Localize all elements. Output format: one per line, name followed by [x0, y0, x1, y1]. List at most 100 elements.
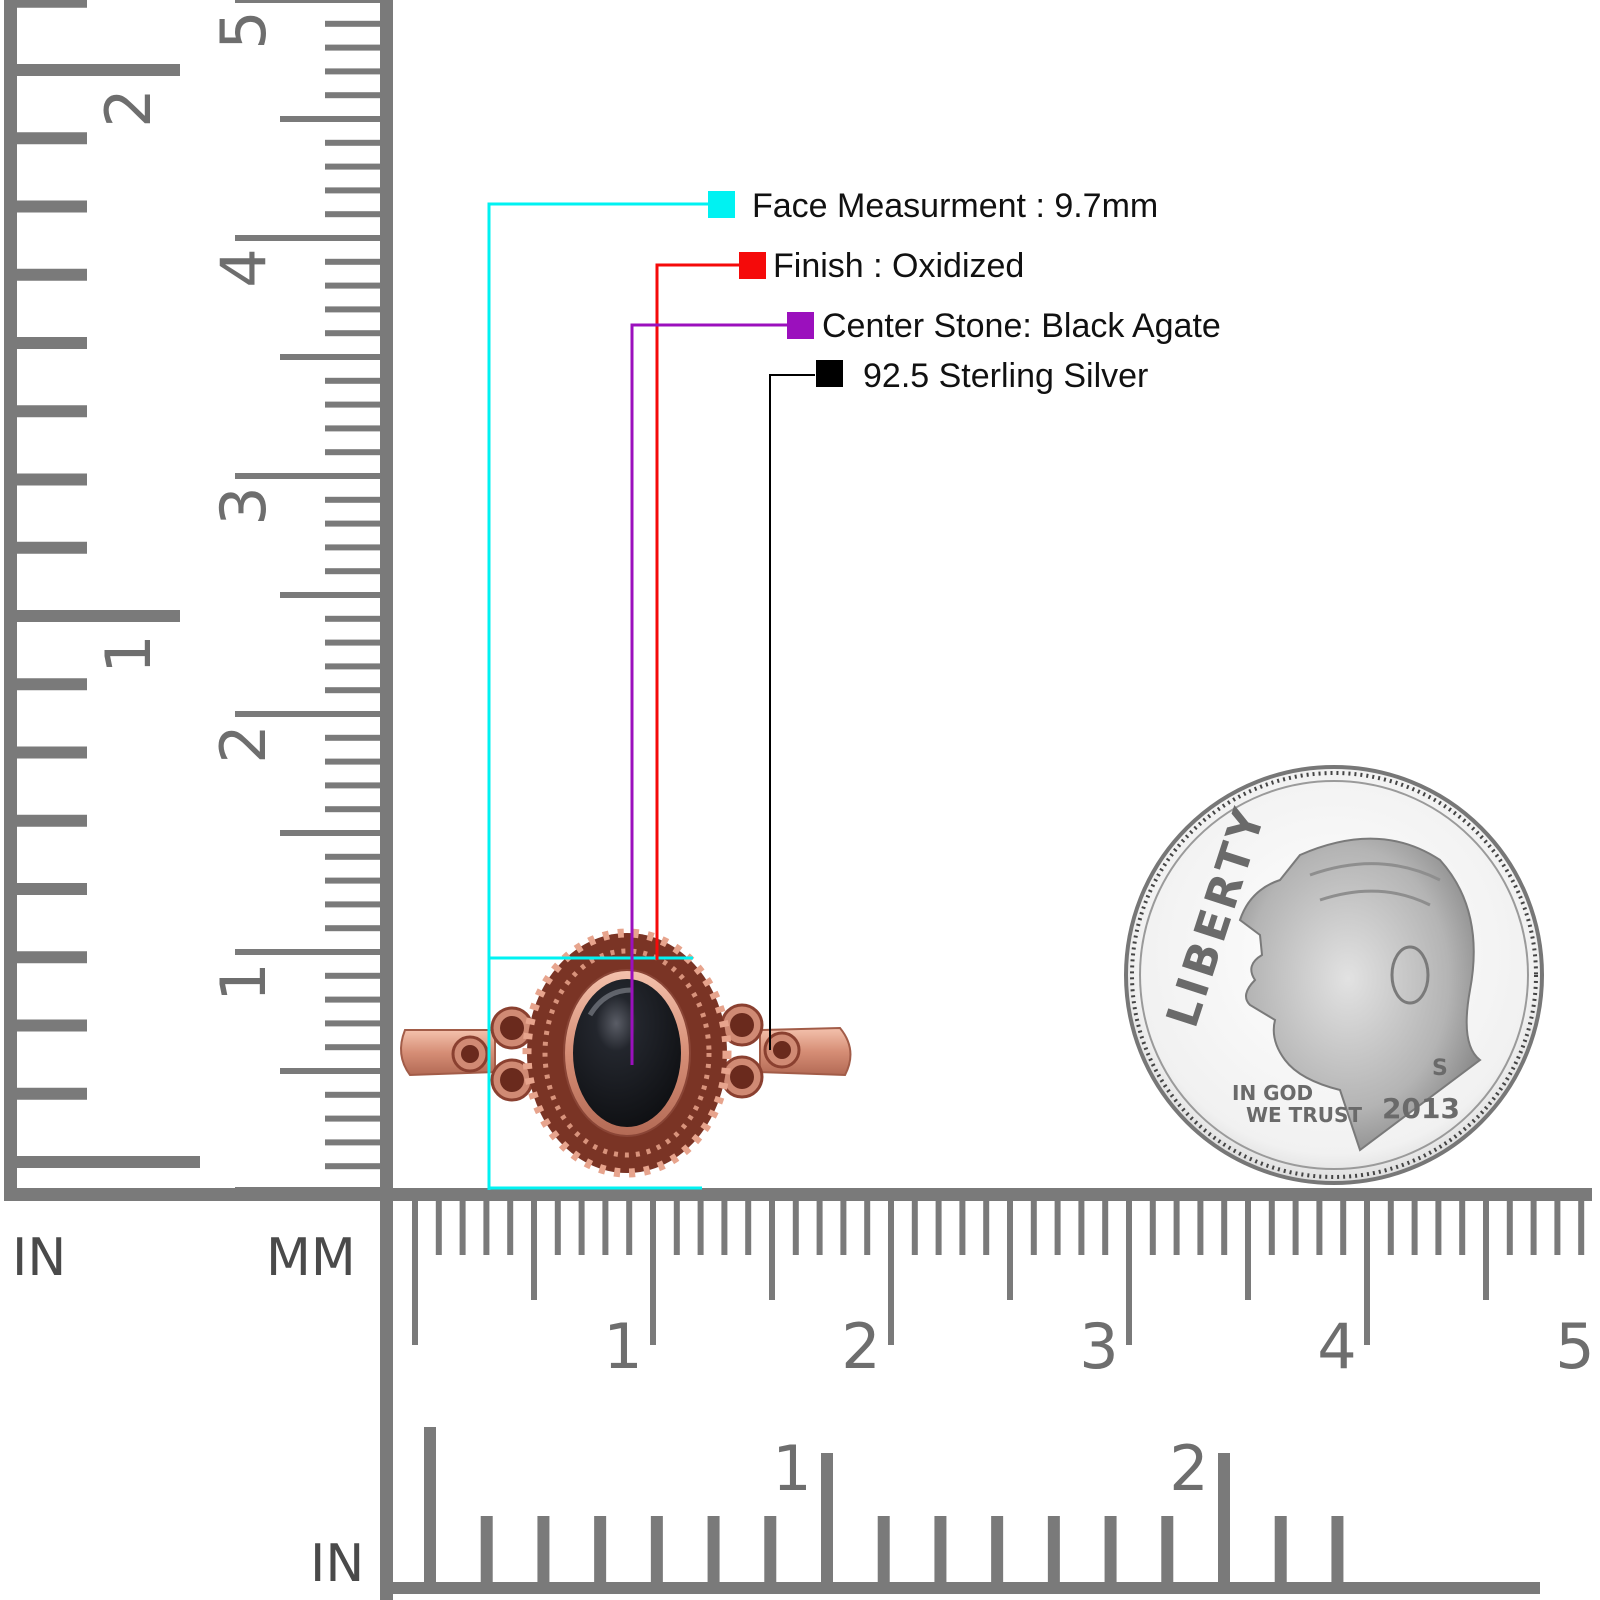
ruler-tick: [17, 0, 87, 8]
ruler-tick: [325, 520, 380, 527]
finish-swatch: [739, 252, 766, 279]
coin-mint-mark: S: [1432, 1056, 1448, 1081]
ruler-tick: [507, 1200, 514, 1255]
ruler-tick: [17, 473, 87, 486]
ruler-tick: [325, 139, 380, 146]
ruler-tick: [537, 1516, 550, 1584]
ruler-tick: [17, 746, 87, 759]
ruler-tick: [325, 306, 380, 313]
ruler-tick: [325, 211, 380, 218]
coin-year: 2013: [1382, 1092, 1460, 1125]
ruler-tick: [280, 354, 380, 360]
ruler-tick: [626, 1200, 633, 1255]
ruler-tick: [1331, 1516, 1344, 1584]
ruler-tick: [325, 758, 380, 765]
ruler-tick: [235, 473, 380, 479]
ruler-tick: [325, 1163, 380, 1170]
ruler-tick: [17, 951, 87, 964]
ruler-tick: [325, 44, 380, 51]
ruler-tick: [325, 163, 380, 170]
ruler-tick: [325, 258, 380, 265]
ruler-tick: [459, 1200, 466, 1255]
ruler-tick: [325, 734, 380, 741]
ruler-tick: [325, 687, 380, 694]
ruler-tick: [17, 883, 87, 895]
ruler-tick: [1197, 1200, 1204, 1255]
ruler-tick: [280, 1068, 380, 1074]
ruler-tick: [1459, 1200, 1466, 1255]
ruler-tick: [325, 782, 380, 789]
ruler-tick: [325, 68, 380, 75]
ruler-tick: [745, 1200, 752, 1255]
ruler-tick: [1483, 1200, 1489, 1300]
ruler-number: 1: [603, 1310, 642, 1383]
ruler-tick: [280, 830, 380, 836]
ruler-tick: [325, 496, 380, 503]
ruler-number: 3: [1079, 1310, 1118, 1383]
ruler-tick: [325, 877, 380, 884]
ruler-tick: [1387, 1200, 1394, 1255]
ruler-tick: [325, 1091, 380, 1098]
ruler-tick: [594, 1516, 607, 1584]
ruler-tick: [17, 1087, 87, 1100]
ruler-tick: [1054, 1200, 1061, 1255]
metal-swatch: [816, 360, 843, 387]
ruler-number: 5: [207, 10, 280, 49]
ruler-tick: [1506, 1200, 1513, 1255]
ruler-tick: [325, 92, 380, 99]
stone-leader: [630, 323, 790, 1065]
ruler-tick: [235, 711, 380, 717]
ruler-tick: [578, 1200, 585, 1255]
ruler-tick: [17, 678, 87, 691]
face-swatch: [708, 191, 735, 218]
ruler-tick: [1218, 1453, 1230, 1584]
dime-coin: LIBERTY IN GOD WE TRUST 2013 S: [1124, 765, 1544, 1185]
ruler-tick: [325, 1020, 380, 1027]
ruler-tick: [1554, 1200, 1561, 1255]
ruler-tick: [531, 1200, 537, 1300]
ruler-tick: [235, 949, 380, 955]
ruler-tick: [325, 1044, 380, 1051]
ruler-tick: [1530, 1200, 1537, 1255]
ruler-number: 1: [207, 962, 280, 1001]
ruler-tick: [325, 925, 380, 932]
ruler-tick: [17, 1156, 200, 1168]
ruler-tick: [325, 187, 380, 194]
face-measurement-label: Face Measurment : 9.7mm: [752, 187, 1159, 225]
ruler-tick: [959, 1200, 966, 1255]
ruler-tick: [325, 615, 380, 622]
ruler-tick: [1149, 1200, 1156, 1255]
finish-label: Finish : Oxidized: [773, 247, 1025, 285]
ruler-tick: [1221, 1200, 1228, 1255]
ruler-tick: [325, 282, 380, 289]
ruler-tick: [991, 1516, 1004, 1584]
ruler-tick: [412, 1200, 418, 1345]
ruler-number: 2: [841, 1310, 880, 1383]
coin-motto-1: IN GOD: [1232, 1081, 1313, 1105]
ruler-tick: [864, 1200, 871, 1255]
ruler-tick: [840, 1200, 847, 1255]
ruler-tick: [483, 1200, 490, 1255]
ruler-tick: [17, 337, 87, 349]
ruler-tick: [325, 972, 380, 979]
ruler-tick: [17, 814, 87, 827]
ruler-number: 5: [1555, 1310, 1594, 1383]
vertical-mm-unit-label: MM: [266, 1228, 356, 1288]
stone-swatch: [787, 312, 814, 339]
ruler-tick: [1245, 1200, 1251, 1300]
ruler-tick: [325, 1115, 380, 1122]
ruler-tick: [17, 610, 180, 622]
ruler-tick: [707, 1516, 720, 1584]
ruler-tick: [325, 1139, 380, 1146]
ruler-number: 1: [772, 1432, 811, 1505]
ruler-tick: [280, 116, 380, 122]
ruler-tick: [721, 1200, 728, 1255]
ruler-tick: [235, 0, 380, 3]
ruler-tick: [1161, 1516, 1174, 1584]
ruler-tick: [435, 1200, 442, 1255]
ruler-tick: [1126, 1200, 1132, 1345]
